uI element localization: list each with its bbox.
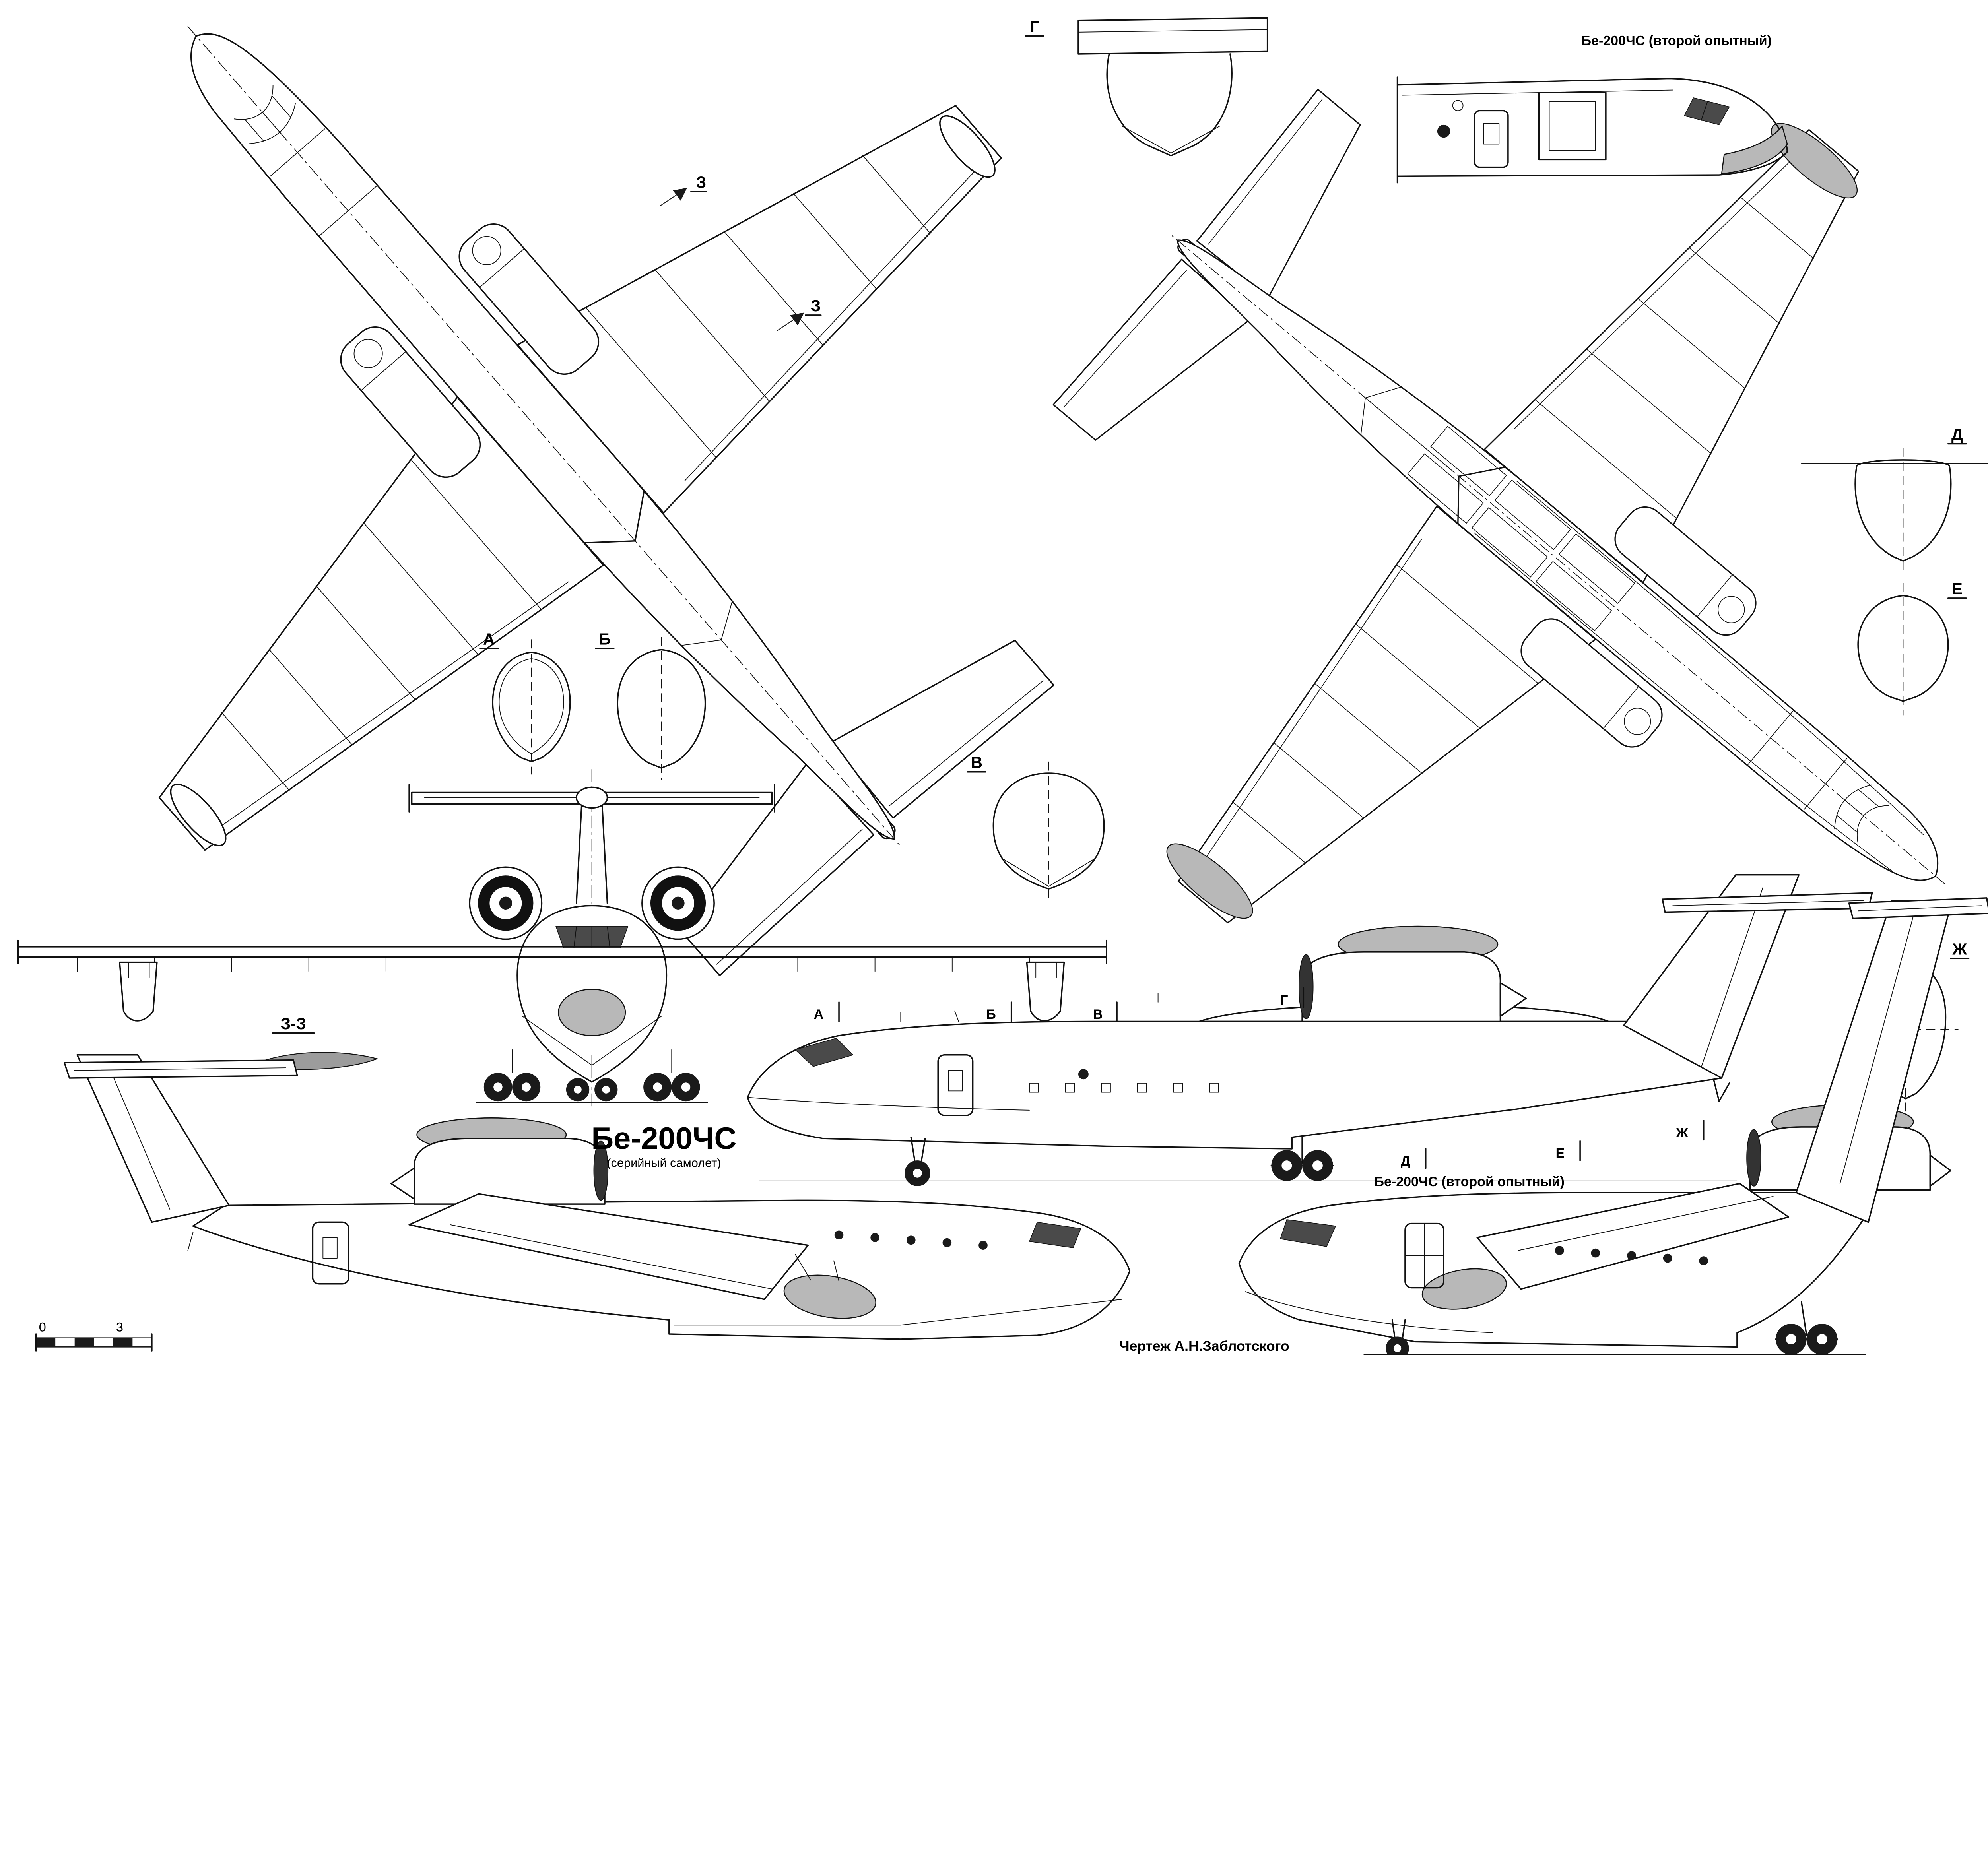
blueprint-page: З З — [0, 0, 1988, 1355]
section-label-z-z: З-З — [281, 1014, 306, 1033]
nose-detail-inset: Бе-200ЧС (второй опытный) — [1396, 33, 1788, 184]
scale-start: 0 — [39, 1320, 46, 1334]
front-view — [17, 769, 1107, 1109]
side-view-prototype-main: А Б В Г Д Е Ж — [747, 874, 1873, 1186]
section-a: А — [479, 630, 571, 775]
bottom-view-details — [1166, 123, 1924, 919]
section-label-zh: Ж — [1952, 940, 1967, 958]
section-label-e: Е — [1952, 580, 1963, 598]
marker-g: Г — [1280, 993, 1288, 1008]
scale-end: 3 — [116, 1320, 123, 1334]
marker-e: Е — [1556, 1146, 1565, 1161]
section-g: Г — [1025, 10, 1268, 167]
scale-bar: 0 3 — [35, 1320, 153, 1352]
section-v: В — [967, 753, 1105, 901]
cut-label-z-2: З — [811, 297, 821, 315]
blueprint-canvas: З З — [0, 0, 1988, 1355]
main-subtitle: (серийный самолет) — [607, 1156, 721, 1169]
marker-b: Б — [986, 1007, 996, 1022]
section-d: Д — [1801, 425, 1988, 574]
bottom-view-group — [854, 0, 1988, 1261]
side-view-prototype-2: Бе-200ЧС (второй опытный) — [1238, 897, 1988, 1355]
cut-label-z-1: З — [696, 173, 706, 191]
main-title: Бе-200ЧС — [591, 1121, 736, 1156]
section-label-a: А — [483, 630, 495, 648]
credit-line: Чертеж А.Н.Заблотского — [1120, 1338, 1289, 1354]
top-view-group: З З — [0, 0, 1300, 1194]
section-label-g: Г — [1030, 17, 1039, 36]
marker-d: Д — [1401, 1154, 1410, 1169]
variant-label-bottom: Бе-200ЧС (второй опытный) — [1375, 1174, 1565, 1189]
variant-label-top: Бе-200ЧС (второй опытный) — [1582, 33, 1772, 48]
section-label-v: В — [971, 753, 982, 772]
section-e: Е — [1857, 580, 1967, 716]
side-view-serial — [64, 1054, 1131, 1340]
section-cut-z-marks: З З — [660, 173, 822, 331]
marker-zh: Ж — [1675, 1125, 1688, 1140]
section-b: Б — [595, 630, 706, 780]
section-label-b: Б — [599, 630, 610, 648]
marker-v: В — [1093, 1007, 1103, 1022]
side-view-section-markers: А Б В Г Д Е Ж — [814, 987, 1705, 1169]
section-label-d: Д — [1951, 425, 1963, 444]
titles: Бе-200ЧС (серийный самолет) Чертеж А.Н.З… — [591, 1121, 1289, 1354]
marker-a: А — [814, 1007, 824, 1022]
